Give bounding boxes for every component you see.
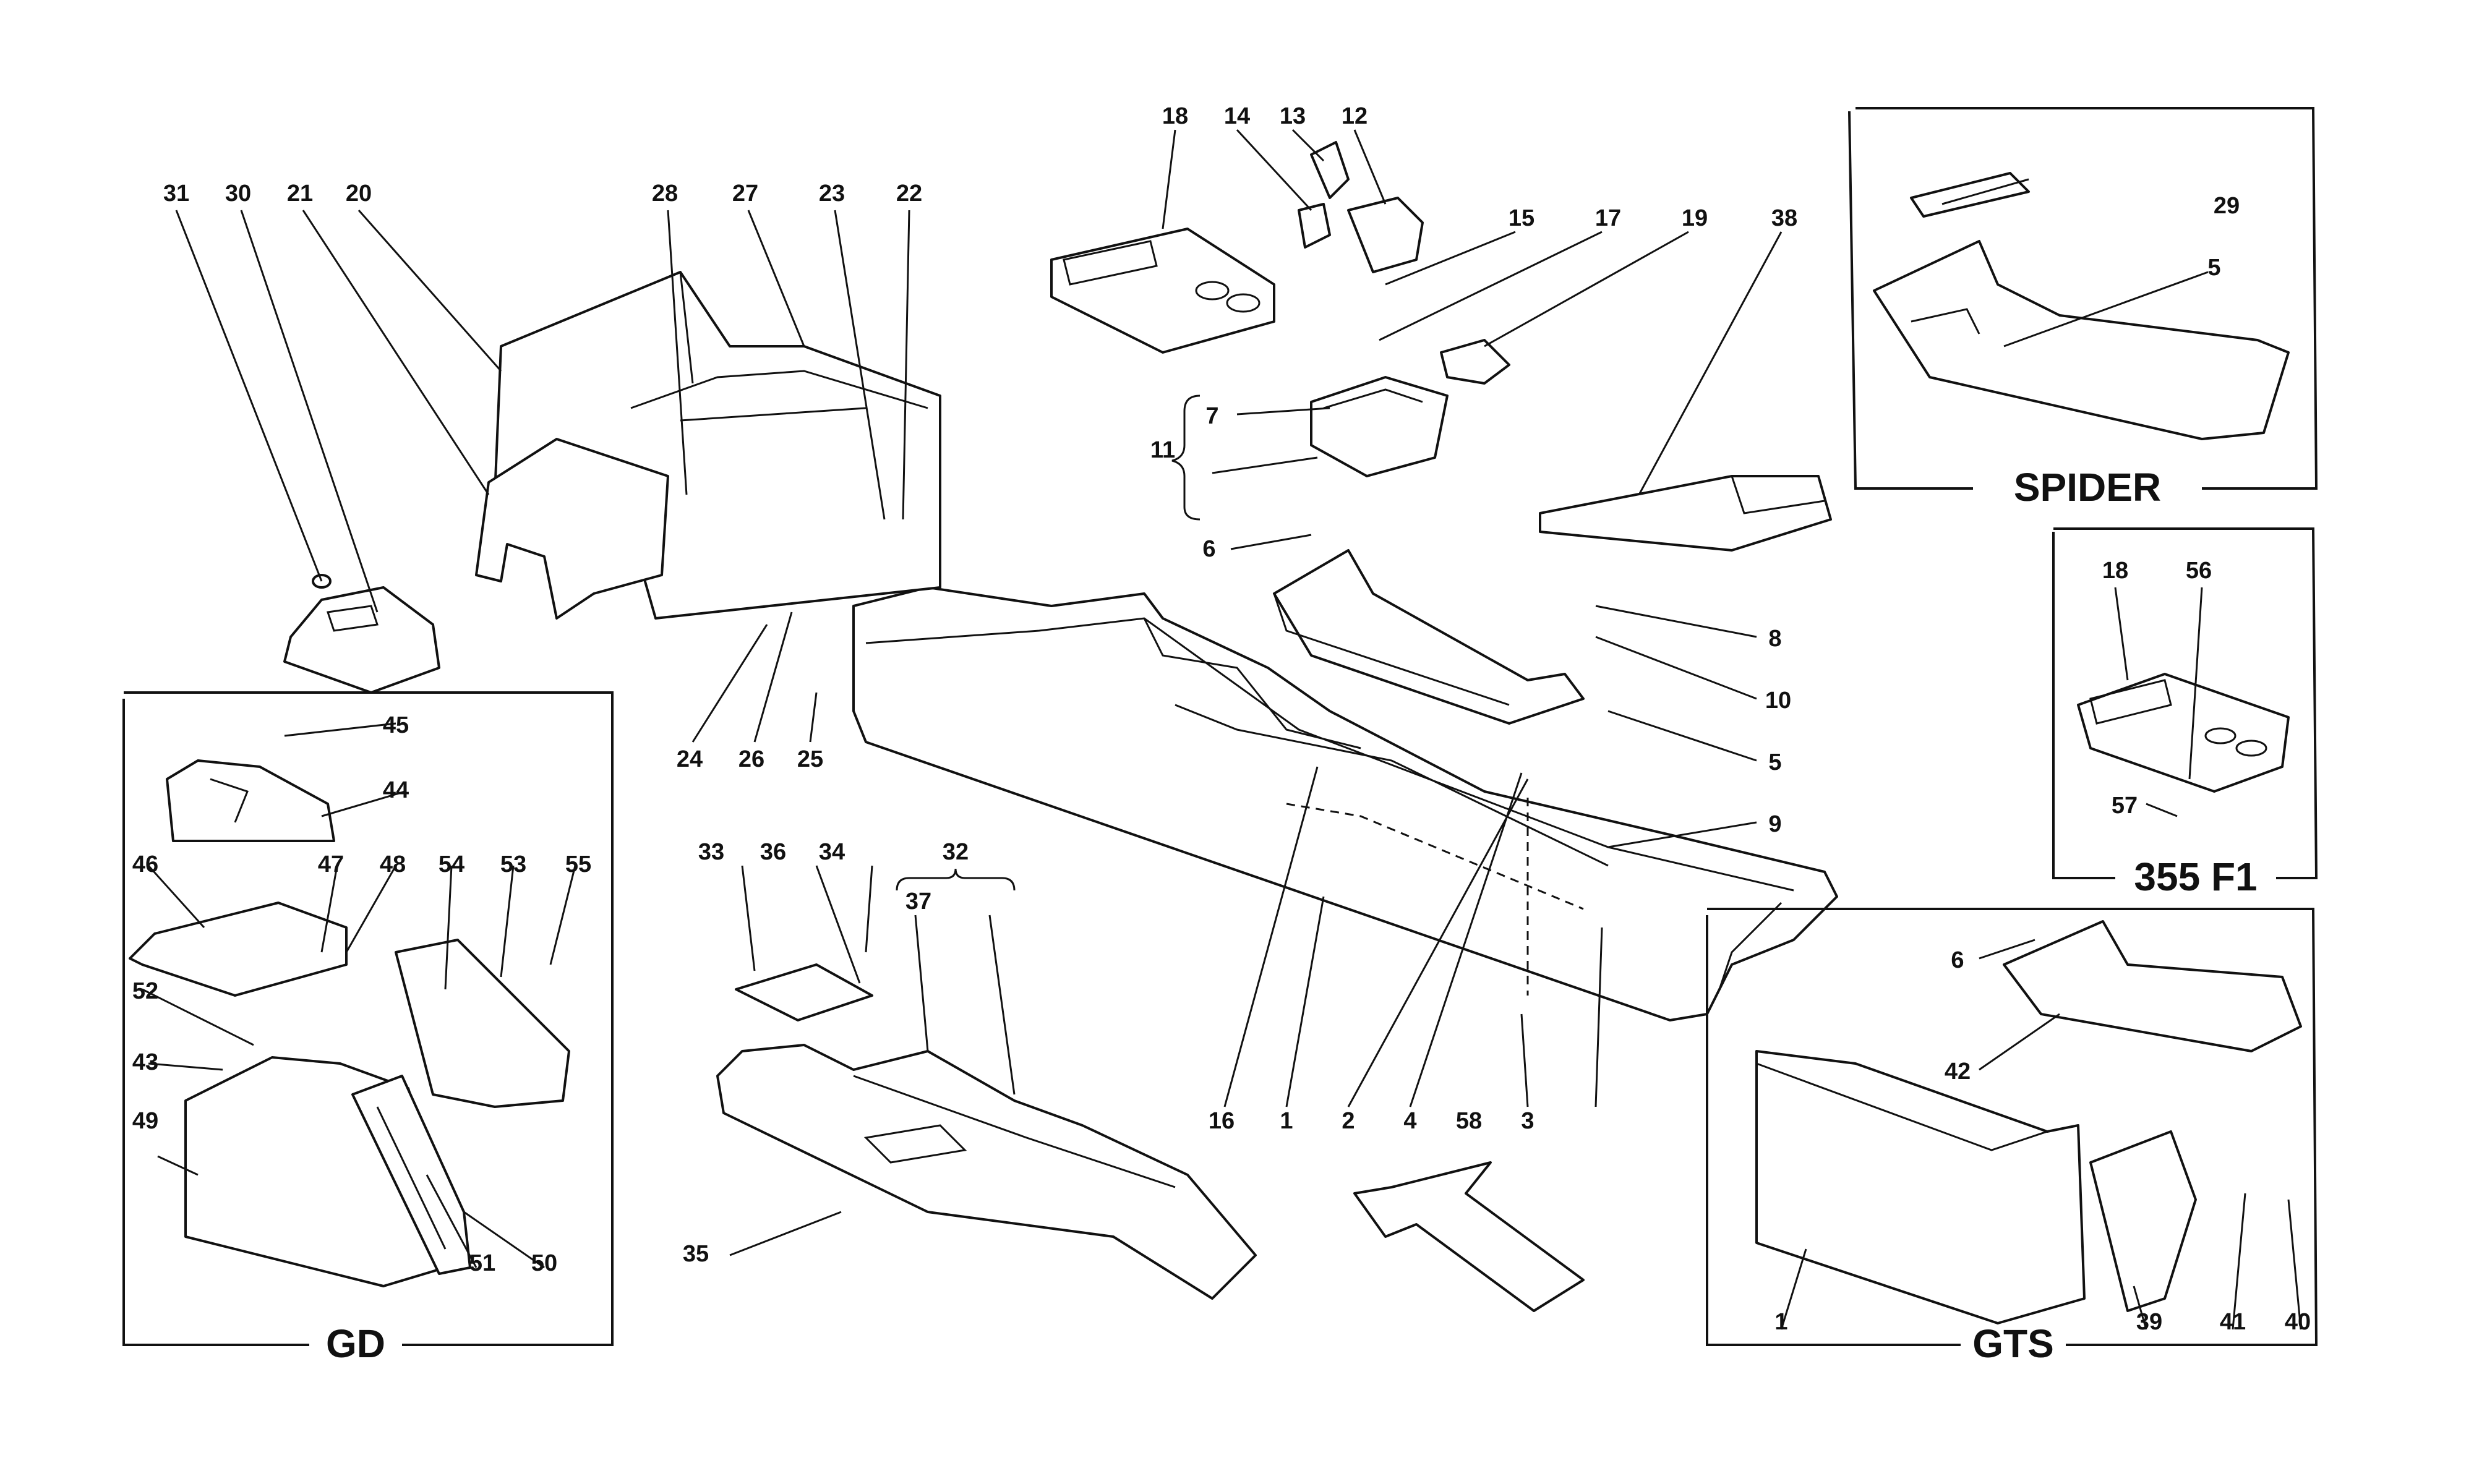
- callout-20: 20: [346, 181, 372, 207]
- spider-trim-plate: [1910, 172, 2030, 218]
- callout-18b: 18: [2102, 558, 2128, 584]
- callout-49: 49: [132, 1108, 158, 1134]
- gd-panel-46: [129, 902, 348, 997]
- center-tunnel-console: [852, 586, 1838, 1021]
- callout-24: 24: [677, 746, 703, 772]
- callout-17: 17: [1595, 205, 1621, 231]
- cigar-lighter-set: [1298, 141, 1424, 273]
- f1-panel-frame: [2052, 527, 2318, 879]
- panel-label-gd: GD: [326, 1321, 385, 1366]
- callout-41: 41: [2220, 1309, 2246, 1335]
- callout-30: 30: [225, 181, 251, 207]
- gts-tray: [2003, 920, 2302, 1052]
- gts-bracket: [2089, 1130, 2197, 1312]
- callout-31: 31: [163, 181, 189, 207]
- callout-18: 18: [1162, 103, 1188, 129]
- callout-55: 55: [565, 851, 591, 877]
- callout-11: 11: [1150, 437, 1175, 463]
- callout-58: 58: [1456, 1108, 1482, 1134]
- gts-console-body: [1755, 1050, 2086, 1324]
- callout-5: 5: [1768, 749, 1781, 775]
- callout-35: 35: [683, 1241, 709, 1267]
- switch-panel-tray: [1050, 228, 1275, 354]
- gts-panel-frame: [1706, 908, 2318, 1346]
- callout-8: 8: [1768, 626, 1781, 652]
- panel-label-spider: SPIDER: [2014, 465, 2161, 510]
- panel-label-gts: GTS: [1972, 1321, 2054, 1366]
- callout-4: 4: [1403, 1108, 1416, 1134]
- callout-52: 52: [132, 978, 158, 1004]
- f1-switch-tray: [2077, 673, 2290, 793]
- rear-console-tray: [716, 963, 1257, 1300]
- callout-14: 14: [1224, 103, 1250, 129]
- callout-39: 39: [2136, 1309, 2162, 1335]
- bracket-11: [1171, 394, 1201, 521]
- callout-47: 47: [318, 851, 344, 877]
- callout-28: 28: [652, 181, 678, 207]
- callout-26: 26: [738, 746, 764, 772]
- console-tray-5: [1273, 549, 1585, 725]
- callout-21: 21: [287, 181, 313, 207]
- callout-40: 40: [2285, 1309, 2311, 1335]
- callout-57: 57: [2112, 793, 2138, 819]
- callout-23: 23: [819, 181, 845, 207]
- callout-1b: 1: [1774, 1309, 1787, 1335]
- callout-16: 16: [1209, 1108, 1235, 1134]
- gd-cover-44: [166, 759, 335, 842]
- callout-25: 25: [797, 746, 823, 772]
- callout-54: 54: [439, 851, 464, 877]
- callout-32: 32: [943, 839, 969, 865]
- spider-console-tray: [1873, 240, 2290, 440]
- callout-10: 10: [1765, 688, 1791, 714]
- callout-38: 38: [1771, 205, 1797, 231]
- small-console-cover: [283, 574, 440, 694]
- callout-6b: 6: [1951, 947, 1964, 973]
- callout-13: 13: [1280, 103, 1306, 129]
- callout-34: 34: [819, 839, 845, 865]
- callout-51: 51: [469, 1250, 495, 1276]
- callout-15: 15: [1509, 205, 1534, 231]
- callout-19: 19: [1682, 205, 1708, 231]
- callout-2: 2: [1342, 1108, 1355, 1134]
- callout-numbers: 31 30 21 20 28 27 23 22 24 26 25 18 14 1…: [132, 103, 2311, 1335]
- gd-panel-frame: [122, 691, 614, 1346]
- callout-7: 7: [1205, 403, 1218, 429]
- callout-12: 12: [1342, 103, 1368, 129]
- side-trim-panel: [475, 438, 669, 620]
- gd-flap-53: [395, 939, 570, 1108]
- callout-6: 6: [1202, 536, 1215, 562]
- callout-36: 36: [760, 839, 786, 865]
- callout-33: 33: [698, 839, 724, 865]
- callout-29: 29: [2214, 193, 2240, 219]
- callout-56: 56: [2186, 558, 2212, 584]
- callout-50: 50: [531, 1250, 557, 1276]
- leader-lines: [142, 129, 2302, 1330]
- callout-5b: 5: [2207, 255, 2220, 281]
- callout-3: 3: [1521, 1108, 1534, 1134]
- gd-vent-50: [351, 1075, 471, 1275]
- callout-1: 1: [1280, 1108, 1293, 1134]
- ashtray-housing: [1310, 376, 1449, 477]
- callout-43: 43: [132, 1049, 158, 1075]
- callout-27: 27: [732, 181, 758, 207]
- bracket-19: [1440, 339, 1510, 385]
- spider-panel-frame: [1848, 107, 2318, 490]
- callout-22: 22: [896, 181, 922, 207]
- callout-53: 53: [500, 851, 526, 877]
- callout-45: 45: [383, 712, 409, 738]
- callout-44: 44: [383, 777, 409, 803]
- callout-9: 9: [1768, 811, 1781, 837]
- bracket-32: [896, 868, 1016, 891]
- callout-42: 42: [1945, 1059, 1971, 1085]
- direction-arrow: [1353, 1161, 1585, 1312]
- panel-label-355-f1: 355 F1: [2134, 855, 2257, 899]
- armrest-cover: [1539, 475, 1832, 552]
- callout-48: 48: [380, 851, 406, 877]
- callout-37: 37: [905, 889, 931, 915]
- callout-46: 46: [132, 851, 158, 877]
